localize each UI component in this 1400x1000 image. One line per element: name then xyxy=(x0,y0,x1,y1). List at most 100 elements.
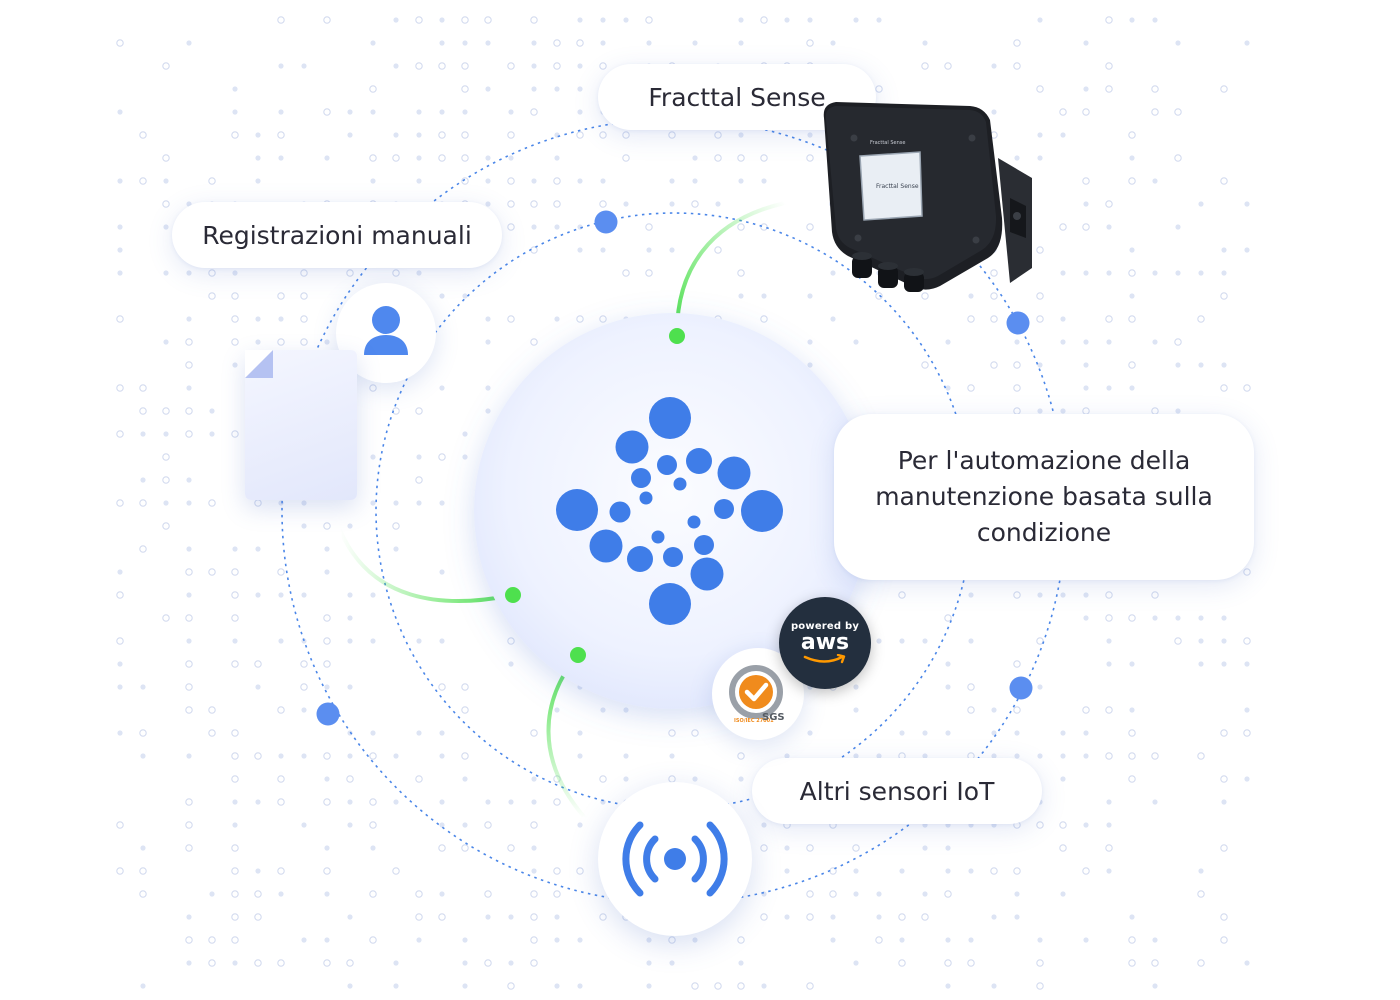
user-icon xyxy=(364,306,408,355)
background-dot xyxy=(185,407,193,415)
background-dot xyxy=(576,867,584,875)
background-dot xyxy=(1152,937,1158,943)
background-dot xyxy=(507,315,515,323)
background-dot xyxy=(301,63,307,69)
background-dot xyxy=(347,592,353,598)
background-dot xyxy=(439,569,445,575)
background-dot xyxy=(323,959,331,967)
background-dot xyxy=(645,223,653,231)
background-dot xyxy=(232,109,238,115)
background-dot xyxy=(300,683,308,691)
background-dot xyxy=(462,983,468,989)
background-dot xyxy=(1036,292,1044,300)
background-dot xyxy=(806,982,814,990)
background-dot xyxy=(1198,661,1204,667)
background-dot xyxy=(163,270,169,276)
background-dot xyxy=(945,730,951,736)
background-dot xyxy=(393,753,399,759)
background-dot xyxy=(300,315,308,323)
fracttal-sense-device: Fracttal Sense Fracttal Sense xyxy=(823,102,1032,292)
background-dot xyxy=(1083,385,1089,391)
background-dot xyxy=(530,729,538,737)
background-dot xyxy=(439,385,445,391)
background-dot xyxy=(116,430,124,438)
background-dot xyxy=(830,316,836,322)
background-dot xyxy=(485,339,491,345)
background-dot xyxy=(438,913,446,921)
background-dot xyxy=(416,500,422,506)
background-dot xyxy=(116,499,124,507)
background-dot xyxy=(530,913,538,921)
background-dot xyxy=(415,407,423,415)
background-dot xyxy=(346,959,354,967)
background-dot xyxy=(393,132,399,138)
background-dot xyxy=(507,200,515,208)
background-dot xyxy=(760,154,768,162)
background-dot xyxy=(415,913,423,921)
background-dot xyxy=(1243,384,1251,392)
background-dot xyxy=(255,799,261,805)
background-dot xyxy=(508,960,514,966)
background-dot xyxy=(990,361,998,369)
background-dot xyxy=(507,177,515,185)
background-dot xyxy=(208,706,216,714)
background-dot xyxy=(576,131,584,139)
background-dot xyxy=(668,936,676,944)
background-dot xyxy=(277,706,285,714)
background-dot xyxy=(1220,844,1228,852)
background-dot xyxy=(577,109,583,115)
background-dot xyxy=(553,200,561,208)
background-dot xyxy=(784,914,790,920)
background-dot xyxy=(1037,362,1043,368)
background-dot xyxy=(392,154,400,162)
background-dot xyxy=(139,131,147,139)
background-dot xyxy=(1013,591,1021,599)
background-dot xyxy=(461,683,469,691)
background-dot xyxy=(738,776,744,782)
background-dot xyxy=(277,798,285,806)
background-dot xyxy=(232,960,238,966)
background-dot xyxy=(922,730,928,736)
background-dot xyxy=(1106,339,1112,345)
background-dot xyxy=(393,63,399,69)
background-dot xyxy=(438,131,446,139)
background-dot xyxy=(646,40,652,46)
background-dot xyxy=(760,223,768,231)
background-dot xyxy=(1175,40,1181,46)
background-dot xyxy=(462,293,468,299)
background-dot xyxy=(1083,201,1089,207)
background-dot xyxy=(531,776,537,782)
background-dot xyxy=(162,200,170,208)
background-dot xyxy=(1151,85,1159,93)
background-dot xyxy=(1060,753,1066,759)
background-dot xyxy=(1082,706,1090,714)
background-dot xyxy=(1129,385,1135,391)
background-dot xyxy=(347,914,353,920)
background-dot xyxy=(1082,223,1090,231)
background-dot xyxy=(1060,891,1066,897)
background-dot xyxy=(1105,591,1113,599)
background-dot xyxy=(370,454,376,460)
ring-dot xyxy=(1006,311,1030,335)
background-dot xyxy=(393,546,399,552)
background-dot xyxy=(968,293,974,299)
background-dot xyxy=(738,293,744,299)
background-dot xyxy=(347,638,353,644)
background-dot xyxy=(116,39,124,47)
background-dot xyxy=(347,109,353,115)
background-dot xyxy=(853,891,859,897)
background-dot xyxy=(1013,660,1021,668)
background-dot xyxy=(507,131,515,139)
background-dot xyxy=(232,799,238,805)
background-dot xyxy=(231,936,239,944)
background-dot xyxy=(1060,408,1066,414)
background-dot xyxy=(599,200,607,208)
background-dot xyxy=(622,269,630,277)
background-dot xyxy=(1106,822,1112,828)
background-dot xyxy=(1083,270,1089,276)
background-dot xyxy=(577,753,583,759)
document-icon xyxy=(245,350,357,500)
background-dot xyxy=(347,684,353,690)
background-dot xyxy=(922,753,928,759)
background-dot xyxy=(347,753,353,759)
